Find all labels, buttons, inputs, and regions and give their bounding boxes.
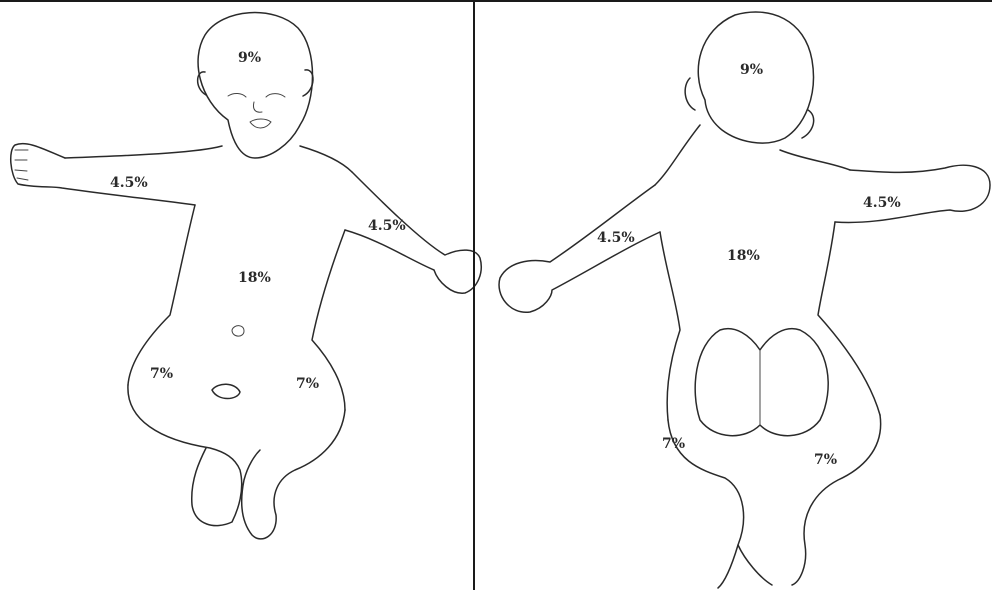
back-left-arm-percentage: 4.5% xyxy=(597,230,635,246)
top-border xyxy=(0,0,992,2)
front-left-leg-percentage: 7% xyxy=(150,366,173,382)
front-view-panel xyxy=(0,0,474,590)
back-right-arm-percentage: 4.5% xyxy=(863,195,901,211)
back-trunk-percentage: 18% xyxy=(727,248,760,264)
back-left-leg-percentage: 7% xyxy=(662,436,685,452)
front-left-arm-percentage: 4.5% xyxy=(110,175,148,191)
back-view-panel xyxy=(474,0,992,590)
back-right-leg-percentage: 7% xyxy=(814,452,837,468)
front-head-percentage: 9% xyxy=(238,50,261,66)
front-right-arm-percentage: 4.5% xyxy=(368,218,406,234)
panel-divider xyxy=(473,0,475,590)
front-trunk-percentage: 18% xyxy=(238,270,271,286)
back-head-percentage: 9% xyxy=(740,62,763,78)
front-right-leg-percentage: 7% xyxy=(296,376,319,392)
